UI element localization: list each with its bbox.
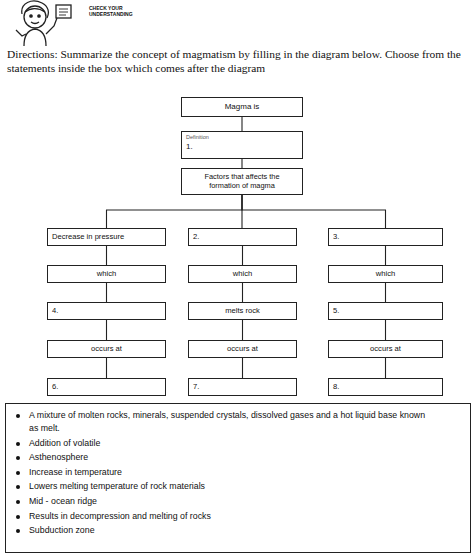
box-text: 1.: [186, 142, 193, 152]
box-text: melts rock: [225, 306, 260, 315]
box-text: 8.: [333, 382, 339, 391]
link-word-box: occurs at: [328, 340, 443, 358]
choice-row: Increase in temperature: [14, 466, 434, 479]
connector-line: [242, 320, 243, 340]
link-word-box: which: [328, 265, 443, 283]
box-text: which: [376, 269, 395, 278]
connector-line: [242, 358, 243, 378]
answer-box: 2.: [188, 228, 297, 246]
choices-box: A mixture of molten rocks, minerals, sus…: [5, 403, 471, 553]
heading-box: Magma is: [181, 97, 303, 117]
connector-line: [385, 358, 386, 378]
box-text: occurs at: [370, 344, 401, 353]
connector-line: [107, 195, 243, 228]
box-text: 4.: [52, 306, 58, 315]
answer-box: 3.: [328, 228, 443, 246]
link-word-box: which: [188, 265, 297, 283]
connector-line: [241, 159, 242, 168]
bullet-dot: [16, 500, 20, 504]
bullet-dot: [16, 515, 20, 519]
fringe-line: [25, 9, 45, 12]
choice-statement: Asthenosphere: [29, 451, 434, 464]
connector-line: [106, 246, 107, 265]
eye-mark: [38, 15, 40, 17]
choice-statement: Subduction zone: [29, 524, 434, 537]
choice-statement: A mixture of molten rocks, minerals, sus…: [29, 409, 434, 435]
bullet-dot: [16, 529, 20, 533]
box-text: Factors that affects the formation of ma…: [194, 173, 290, 191]
answer-box: Decrease in pressure: [47, 228, 166, 246]
sign-board: [56, 5, 71, 18]
choice-row: Results in decompression and melting of …: [14, 510, 434, 523]
box-text: 5.: [333, 306, 339, 315]
icon-caption: CHECK YOUR UNDERSTANDING: [89, 5, 135, 18]
bullet-dot: [16, 442, 20, 446]
student-icon: [16, 1, 71, 46]
choice-row: Addition of volatile: [14, 437, 434, 450]
box-text: occurs at: [227, 344, 258, 353]
box-text: 2.: [193, 232, 199, 241]
choice-statement: Mid - ocean ridge: [29, 495, 434, 508]
definition-box: Definition1.: [181, 131, 303, 159]
connector-line: [242, 246, 243, 265]
sign-lines: [59, 9, 68, 15]
bullet-dot: [16, 456, 20, 460]
connector-line: [106, 358, 107, 378]
factors-box: Factors that affects the formation of ma…: [181, 168, 303, 195]
connector-line: [106, 320, 107, 340]
eye-mark: [30, 15, 32, 17]
choice-row: A mixture of molten rocks, minerals, sus…: [14, 409, 434, 435]
connector-line: [385, 283, 386, 302]
connector-line: [242, 195, 386, 228]
box-text: which: [97, 269, 116, 278]
answer-box: 4.: [47, 302, 166, 320]
box-text: occurs at: [91, 344, 122, 353]
directions-text: Directions: Summarize the concept of mag…: [7, 48, 473, 75]
bullet-dot: [16, 485, 20, 489]
answer-box: 5.: [328, 302, 443, 320]
box-text: 7.: [193, 382, 199, 391]
choice-row: Lowers melting temperature of rock mater…: [14, 480, 434, 493]
connector-line: [242, 283, 243, 302]
connector-line: [106, 283, 107, 302]
definition-tag: Definition: [186, 134, 209, 141]
body-outline: [24, 29, 46, 46]
bullet-dot: [16, 414, 20, 418]
connector-line: [241, 117, 242, 131]
box-text: which: [233, 269, 252, 278]
link-word-box: occurs at: [188, 340, 297, 358]
answer-box: 7.: [188, 378, 297, 396]
choice-statement: Results in decompression and melting of …: [29, 510, 434, 523]
choice-statement: Increase in temperature: [29, 466, 434, 479]
answer-box: 8.: [328, 378, 443, 396]
connector-line: [385, 320, 386, 340]
choice-row: Mid - ocean ridge: [14, 495, 434, 508]
choice-statement: Lowers melting temperature of rock mater…: [29, 480, 434, 493]
box-text: 6.: [52, 382, 58, 391]
arm-line: [16, 30, 26, 36]
box-text: Decrease in pressure: [52, 232, 124, 241]
link-word-box: which: [47, 265, 166, 283]
box-text: Magma is: [225, 102, 260, 112]
box-text: 3.: [333, 232, 339, 241]
connector-line: [385, 246, 386, 265]
link-word-box: occurs at: [47, 340, 166, 358]
choice-row: Asthenosphere: [14, 451, 434, 464]
choice-row: Subduction zone: [14, 524, 434, 537]
bullet-dot: [16, 471, 20, 475]
answer-box: 6.: [47, 378, 166, 396]
face-outline: [24, 6, 46, 28]
smile-line: [31, 22, 39, 24]
arm-line: [46, 18, 57, 34]
answer-box: melts rock: [188, 302, 297, 320]
choice-statement: Addition of volatile: [29, 437, 434, 450]
